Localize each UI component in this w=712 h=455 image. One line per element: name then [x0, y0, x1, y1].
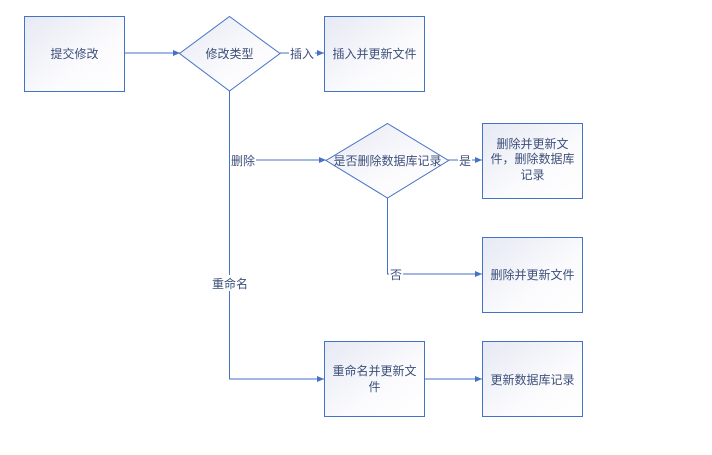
- label-insert-update: 插入并更新文件: [332, 46, 416, 61]
- label-type-decision: 修改类型: [205, 46, 253, 61]
- edge-label-delete-background: [230, 152, 256, 168]
- node-delete-decision: [325, 122, 450, 199]
- node-insert-update: [324, 16, 425, 92]
- edge-label-insert-background: [289, 45, 315, 61]
- label-rename-2: 件: [368, 380, 380, 394]
- edge-label-insert: 插入: [290, 47, 314, 61]
- edge-label-no-background: [389, 266, 403, 282]
- label-delete-decision: 是否删除数据库记录: [333, 153, 441, 168]
- node-type-decision: [178, 15, 281, 92]
- node-delete-file: [482, 237, 583, 313]
- node-rename: [324, 341, 425, 417]
- node-delete-both: [482, 123, 583, 199]
- label-update-db: 更新数据库记录: [490, 372, 574, 387]
- edge-label-rename: 重命名: [212, 276, 248, 291]
- label-delete-both-3: 记录: [520, 168, 544, 182]
- label-delete-both-2: 件，删除数据库: [490, 151, 574, 166]
- edge-label-no: 否: [390, 268, 402, 282]
- node-submit: [24, 16, 125, 92]
- edge-rename: [229, 91, 324, 382]
- edge-no: [387, 198, 482, 277]
- edge-label-yes: 是: [459, 154, 471, 168]
- label-delete-file: 删除并更新文件: [490, 267, 574, 282]
- node-update-db: [482, 341, 583, 417]
- edge-label-rename-background: [211, 275, 249, 291]
- label-delete-both-1: 删除并更新文: [496, 136, 568, 151]
- label-submit: 提交修改: [50, 46, 98, 61]
- edge-label-delete: 删除: [231, 153, 255, 168]
- label-rename-1: 重命名并更新文: [332, 363, 416, 378]
- edge-label-yes-background: [458, 152, 472, 168]
